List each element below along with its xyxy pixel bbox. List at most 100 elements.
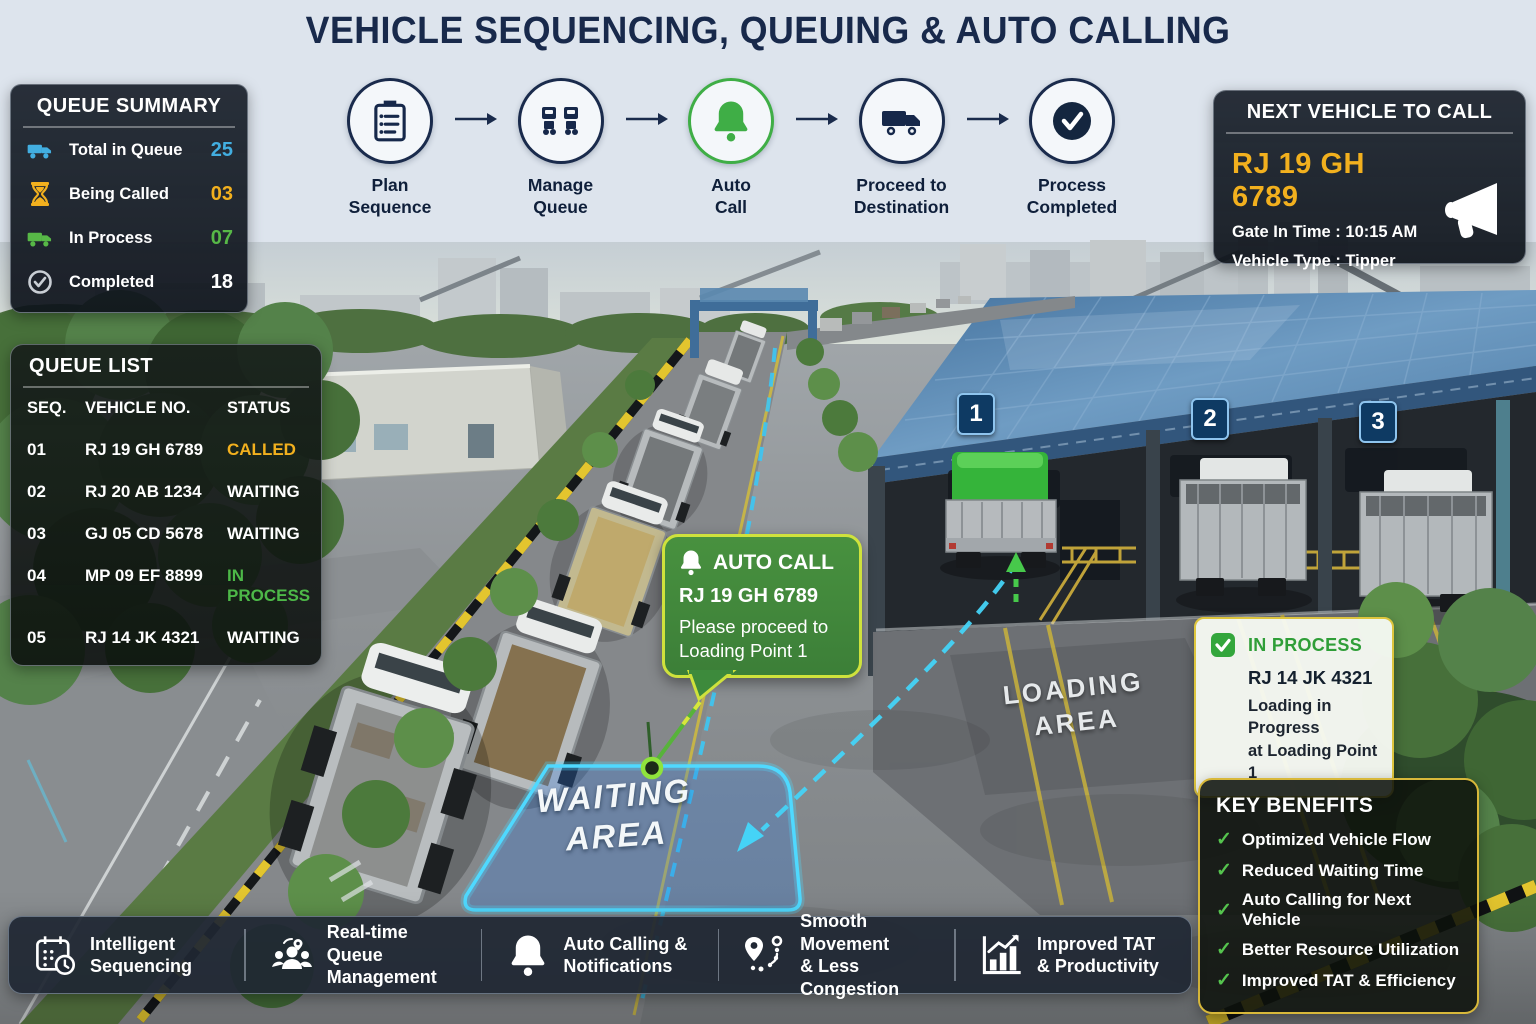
- loading-point-3-badge: 3: [1359, 401, 1397, 443]
- seq-cell: 02: [27, 482, 46, 501]
- check-icon: ✓: [1216, 970, 1232, 991]
- benefit-item: ✓ Reduced Waiting Time: [1216, 859, 1461, 882]
- benefit-label: Improved TAT & Efficiency: [1241, 970, 1456, 990]
- megaphone-icon: [1445, 183, 1497, 239]
- queue-list-panel: QUEUE LIST SEQ. VEHICLE NO. STATUS 01 RJ…: [10, 344, 322, 666]
- clipboard-icon: [374, 100, 406, 142]
- status-cell: WAITING: [227, 482, 300, 501]
- flow-step-completed: Process Completed: [1018, 78, 1126, 219]
- benefit-label: Optimized Vehicle Flow: [1241, 829, 1431, 849]
- seq-cell: 01: [27, 440, 46, 459]
- feature-label: Auto Calling & Notifications: [563, 933, 688, 977]
- feature-intelligent-sequencing: Intelligent Sequencing: [9, 933, 244, 978]
- divider: [954, 929, 956, 981]
- step-circle: [517, 78, 604, 164]
- divider: [23, 126, 235, 128]
- auto-call-plate: RJ 19 GH 6789: [679, 585, 818, 607]
- bell-icon: [512, 935, 545, 977]
- step-label: Plan Sequence: [348, 175, 432, 217]
- route-dashed-path: [760, 558, 1020, 832]
- step-label: Process Completed: [1026, 175, 1118, 217]
- loading-point-1-badge: 1: [957, 393, 995, 435]
- vehicle-cell: GJ 05 CD 5678: [85, 524, 204, 543]
- vehicle-cell: RJ 14 JK 4321: [85, 628, 200, 647]
- in-process-title: IN PROCESS: [1248, 634, 1363, 655]
- summary-value: 07: [210, 226, 233, 249]
- flow-arrow-icon: [444, 111, 507, 127]
- in-process-message: Loading in Progress at Loading Point 1: [1248, 697, 1378, 782]
- summary-row-called: Being Called 03: [11, 172, 247, 216]
- feature-bar: Intelligent Sequencing Real-time Queue M…: [8, 911, 1192, 999]
- benefit-label: Reduced Waiting Time: [1241, 860, 1424, 880]
- seq-cell: 05: [27, 628, 46, 647]
- seq-cell: 03: [27, 524, 46, 543]
- table-row: 04 MP 09 EF 8899 IN PROCESS: [11, 555, 321, 617]
- feature-auto-calling: Auto Calling & Notifications: [482, 933, 717, 978]
- divider: [480, 929, 483, 981]
- feature-smooth-movement: Smooth Movement & Less Congestion: [719, 910, 954, 1000]
- flow-step-proceed: Proceed to Destination: [848, 78, 956, 219]
- feature-label: Real-time Queue Management: [326, 922, 437, 988]
- truck-bay2: [1176, 458, 1312, 613]
- table-row: 02 RJ 20 AB 1234 WAITING: [11, 471, 321, 513]
- people-icon: [271, 938, 312, 969]
- summary-value: 25: [210, 138, 233, 161]
- step-label: Proceed to Destination: [853, 175, 950, 217]
- divider: [23, 386, 309, 388]
- flow-arrow-icon: [615, 111, 678, 127]
- auto-call-title: AUTO CALL: [713, 550, 834, 574]
- queue-summary-panel: QUEUE SUMMARY Total in Queue 25 Being Ca…: [10, 84, 248, 313]
- queue-icon: [541, 107, 578, 135]
- benefit-item: ✓ Optimized Vehicle Flow: [1216, 828, 1461, 851]
- vehicle-type: Vehicle Type : Tipper: [1232, 252, 1396, 270]
- route-pin-icon: [745, 935, 783, 972]
- in-process-card: IN PROCESS RJ 14 JK 4321 Loading in Prog…: [1194, 617, 1394, 799]
- process-flow: Plan Sequence Manage Queue Auto Call Pro…: [336, 78, 1126, 219]
- step-circle: [858, 78, 945, 164]
- next-vehicle-plate: RJ 19 GH 6789: [1232, 148, 1365, 213]
- status-cell: CALLED: [227, 440, 296, 459]
- check-icon: [1053, 102, 1091, 140]
- key-benefits-panel: KEY BENEFITS ✓ Optimized Vehicle Flow ✓ …: [1198, 778, 1479, 1014]
- benefit-label: Auto Calling for Next Vehicle: [1241, 890, 1411, 929]
- status-cell: WAITING: [227, 524, 300, 543]
- feature-label: Improved TAT & Productivity: [1036, 933, 1159, 977]
- green-truck-bay1: [940, 452, 1060, 580]
- auto-call-marker: [640, 700, 702, 780]
- step-circle: [1029, 78, 1115, 164]
- col-status: STATUS: [227, 399, 291, 417]
- step-circle: [347, 78, 433, 164]
- summary-label: Total in Queue: [69, 140, 183, 159]
- benefit-item: ✓ Better Resource Utilization: [1216, 938, 1461, 961]
- bell-icon: [680, 550, 702, 576]
- truck-icon: [881, 111, 920, 136]
- hourglass-icon: [31, 182, 49, 206]
- divider: [244, 929, 246, 981]
- summary-label: In Process: [69, 228, 153, 247]
- queue-list-title: QUEUE LIST: [29, 355, 154, 377]
- auto-call-popup: AUTO CALL RJ 19 GH 6789 Please proceed t…: [662, 534, 862, 702]
- summary-label: Completed: [69, 272, 155, 291]
- next-vehicle-panel: NEXT VEHICLE TO CALL RJ 19 GH 6789 Gate …: [1213, 90, 1526, 270]
- seq-cell: 04: [27, 566, 46, 585]
- benefit-item: ✓ Improved TAT & Efficiency: [1216, 969, 1461, 992]
- col-seq: SEQ.: [27, 399, 67, 417]
- calendar-clock-icon: [36, 936, 76, 976]
- benefit-label: Better Resource Utilization: [1241, 939, 1460, 959]
- summary-row-total: Total in Queue 25: [11, 128, 247, 172]
- feature-queue-management: Real-time Queue Management: [246, 921, 481, 989]
- loading-point-2-badge: 2: [1191, 398, 1229, 440]
- step-label: Auto Call: [711, 175, 751, 217]
- summary-value: 18: [210, 270, 233, 293]
- vehicle-cell: RJ 20 AB 1234: [85, 482, 202, 501]
- table-row: 01 RJ 19 GH 6789 CALLED: [11, 429, 321, 471]
- summary-row-inprocess: In Process 07: [11, 216, 247, 260]
- page-title: VEHICLE SEQUENCING, QUEUING & AUTO CALLI…: [305, 10, 1231, 52]
- route-arrowhead: [737, 822, 764, 852]
- auto-call-message: Please proceed to Loading Point 1: [679, 616, 829, 662]
- truck-icon: [27, 144, 52, 159]
- summary-row-completed: Completed 18: [11, 260, 247, 304]
- popup-tail: [687, 670, 737, 702]
- status-cell: IN PROCESS: [227, 566, 311, 605]
